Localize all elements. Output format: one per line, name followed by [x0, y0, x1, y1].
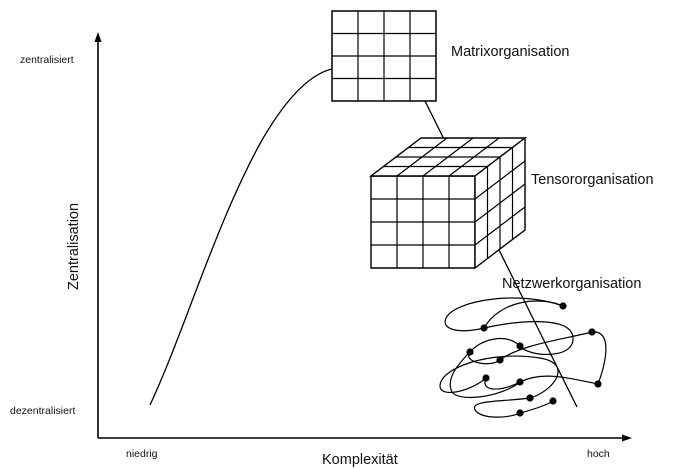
network-loop-5	[439, 355, 559, 399]
cube-top-depth-line	[448, 137, 500, 177]
matrix-grid-icon	[331, 10, 437, 102]
x-axis-arrowhead	[622, 434, 632, 442]
tensor-label: Tensororganisation	[531, 172, 654, 188]
network-loop-9	[449, 351, 521, 399]
axes	[94, 32, 632, 442]
network-tangle-icon	[439, 297, 607, 418]
cube-right-depth-line	[474, 206, 526, 246]
x-high-label: hoch	[587, 448, 610, 460]
network-loop-1	[483, 321, 574, 355]
network-loop-4	[484, 375, 599, 390]
x-low-label: niedrig	[126, 448, 158, 460]
y-low-label: dezentralisiert	[10, 405, 75, 417]
network-node	[559, 302, 567, 310]
network-node	[516, 378, 524, 386]
network-loop-2	[467, 337, 521, 365]
y-high-label: zentralisiert	[20, 54, 74, 66]
tensor-cube-icon	[368, 136, 528, 270]
network-loop-8	[483, 300, 564, 329]
matrix-label: Matrixorganisation	[451, 44, 569, 60]
y-axis-arrowhead	[94, 32, 102, 42]
network-loop-outer	[444, 297, 564, 332]
network-node	[588, 328, 596, 336]
network-node	[526, 394, 534, 402]
network-node	[496, 356, 504, 364]
y-axis-title: Zentralisation	[66, 203, 82, 290]
network-loop-6	[473, 397, 531, 418]
network-node	[466, 348, 474, 356]
network-label: Netzwerkorganisation	[502, 276, 641, 292]
evolution-curve	[149, 67, 339, 406]
network-node	[594, 380, 602, 388]
network-node	[549, 397, 557, 405]
network-node	[516, 409, 524, 417]
network-loop-7	[519, 400, 554, 414]
network-node	[482, 374, 490, 382]
network-node	[516, 342, 524, 350]
x-axis-title: Komplexität	[322, 452, 398, 468]
network-node	[480, 324, 488, 332]
